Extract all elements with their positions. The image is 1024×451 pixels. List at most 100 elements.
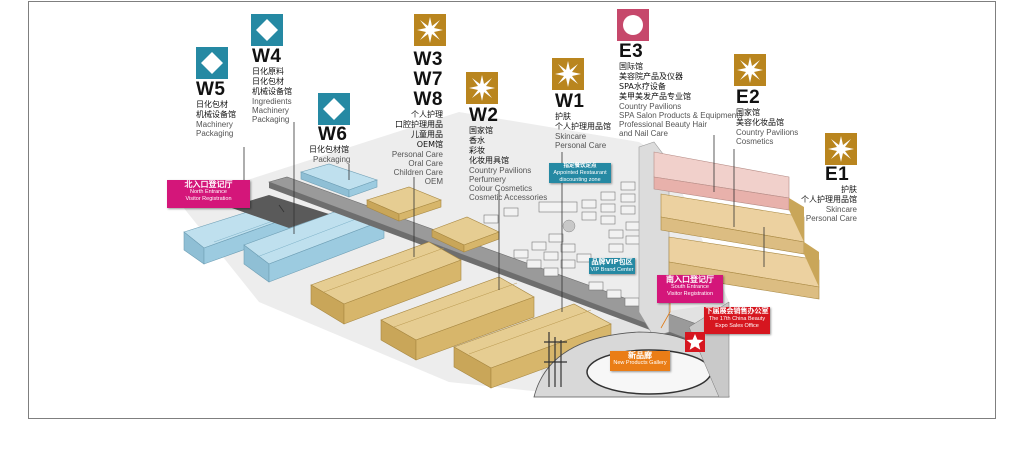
tag-subtitle: Visitor Registration (666, 291, 714, 297)
hall-w4-building[interactable] (243, 202, 385, 283)
zh-line: 香水 (469, 135, 485, 145)
hall-code: W3 (413, 49, 443, 70)
en-line: Packaging (313, 154, 351, 164)
zh-line: 国家馆 (469, 125, 493, 135)
label-w3-w7-w8[interactable]: W3 W7 W8 个人护理 口腔护理用品 儿童用品 OEM馆 Personal … (389, 50, 443, 186)
hall-code: E3 (619, 41, 644, 62)
booth-cluster (483, 181, 658, 307)
circle-icon (617, 9, 649, 41)
zh-line: 个人护理 (411, 109, 443, 119)
label-w4[interactable]: W4 日化原料 日化包材 机械设备馆 Ingredients Machinery… (252, 47, 292, 124)
hall-code: W5 (196, 79, 226, 100)
starburst-icon (825, 133, 857, 165)
hall-code: W2 (469, 105, 499, 126)
en-line: and Nail Care (619, 128, 668, 138)
zh-line: 美容院产品及仪器 (619, 71, 683, 81)
en-line: Country Pavilions (469, 165, 532, 175)
en-line: Country Pavilions (619, 101, 682, 111)
tag-title: 新品廊 (628, 351, 652, 360)
en-line: Personal Care (805, 213, 857, 223)
hall-code: W4 (252, 46, 282, 67)
hall-w3-upper-block[interactable] (366, 186, 442, 222)
diamond-icon (196, 47, 228, 79)
hall-code: W6 (318, 124, 348, 145)
north-entrance-tag[interactable]: 北入口登记厅 North Entrance Visitor Registrati… (167, 180, 250, 208)
hall-w1-building[interactable] (453, 303, 612, 389)
label-e2[interactable]: E2 国家馆 美容化妆品馆 Country Pavilions Cosmetic… (736, 88, 798, 146)
tag-subtitle: VIP Brand Center (590, 267, 634, 273)
tag-subtitle: New Products Gallery (613, 360, 667, 366)
restaurant-tag[interactable]: 指定餐饮定点 Appointed Restaurant discounting … (549, 163, 611, 183)
hall-w6-building[interactable] (300, 163, 378, 198)
zh-line: 护肤 (841, 184, 857, 194)
zh-line: 机械设备馆 (196, 109, 236, 119)
expo-floor-map (179, 112, 820, 398)
zh-line: 彩妆 (469, 145, 485, 155)
floor-plan-frame: W5 日化包材 机械设备馆 Machinery Packaging W4 日化原… (28, 1, 996, 419)
sculpture (544, 332, 567, 387)
en-line: Ingredients (252, 96, 292, 106)
tag-title: 指定餐饮定点 (563, 163, 597, 169)
tag-title: 品牌VIP包区 (591, 258, 633, 266)
zh-line: 美容化妆品馆 (736, 117, 784, 127)
zh-line: 日化包材馆 (309, 144, 349, 154)
zh-line: 护肤 (555, 111, 571, 121)
zh-line: 日化包材 (252, 76, 284, 86)
sales-office-tag[interactable]: 下届展会销售办公室 The 17th China Beauty Expo Sal… (704, 307, 770, 334)
en-line: Skincare (555, 131, 587, 141)
new-products-gallery-tag[interactable]: 新品廊 New Products Gallery (610, 351, 670, 371)
tag-subtitle: North Entrance (190, 189, 227, 195)
en-line: Perfumery (469, 174, 506, 184)
en-line: Country Pavilions (736, 127, 799, 137)
en-line: Machinery (196, 119, 233, 129)
en-line: Oral Care (408, 158, 443, 168)
zh-line: 美甲美发产品专业馆 (619, 91, 691, 101)
en-line: SPA Salon Products & Equipments (619, 110, 743, 120)
zh-line: 国际馆 (619, 61, 643, 71)
tag-subtitle: South Entrance (671, 284, 709, 290)
vip-brand-tag[interactable]: 品牌VIP包区 VIP Brand Center (589, 258, 635, 274)
east-halls-building[interactable] (638, 141, 820, 338)
en-line: Cosmetic Accessories (469, 192, 548, 202)
label-e3[interactable]: E3 国际馆 美容院产品及仪器 SPA水疗设备 美甲美发产品专业馆 Countr… (619, 42, 742, 138)
zh-line: 日化原料 (252, 66, 284, 76)
star-icon (685, 332, 705, 352)
zh-line: 个人护理用品馆 (801, 194, 857, 204)
en-line: OEM (424, 176, 443, 186)
hall-w2-building[interactable] (380, 276, 535, 361)
starburst-icon (466, 72, 498, 104)
hall-code: E1 (825, 164, 850, 185)
zh-line: 化妆用具馆 (469, 155, 509, 165)
hall-code: W7 (413, 68, 443, 90)
label-w1[interactable]: W1 护肤 个人护理用品馆 Skincare Personal Care (555, 92, 611, 150)
tag-subtitle: Visitor Registration (185, 196, 232, 202)
zh-line: 日化包材 (196, 99, 228, 109)
zh-line: OEM馆 (416, 139, 443, 149)
hall-code: W1 (555, 91, 585, 112)
en-line: Personal Care (391, 149, 443, 159)
starburst-icon (414, 14, 446, 46)
zh-line: 国家馆 (736, 107, 760, 117)
zh-line: SPA水疗设备 (619, 81, 666, 91)
label-w6[interactable]: W6 日化包材馆 Packaging (309, 125, 350, 164)
tag-subtitle: Expo Sales Office (715, 323, 759, 329)
label-w5[interactable]: W5 日化包材 机械设备馆 Machinery Packaging (196, 80, 236, 138)
zh-line: 口腔护理用品 (395, 119, 443, 129)
label-e1[interactable]: E1 护肤 个人护理用品馆 Skincare Personal Care (779, 165, 857, 223)
en-line: Skincare (825, 204, 857, 214)
zh-line: 儿童用品 (411, 129, 443, 139)
starburst-icon (552, 58, 584, 90)
hall-w3-building[interactable] (310, 241, 462, 325)
zh-line: 个人护理用品馆 (555, 121, 611, 131)
label-w2[interactable]: W2 国家馆 香水 彩妆 化妆用具馆 Country Pavilions Per… (469, 106, 547, 202)
starburst-icon (734, 54, 766, 86)
hall-code: E2 (736, 87, 761, 108)
en-line: Children Care (393, 167, 443, 177)
en-line: Personal Care (555, 140, 607, 150)
tag-title: 南入口登记厅 (666, 275, 714, 284)
diamond-icon (251, 14, 283, 46)
south-entrance-tag[interactable]: 南入口登记厅 South Entrance Visitor Registrati… (657, 275, 723, 303)
tag-title: 北入口登记厅 (184, 180, 233, 189)
diamond-icon (318, 93, 350, 125)
hall-code: W8 (413, 88, 443, 110)
